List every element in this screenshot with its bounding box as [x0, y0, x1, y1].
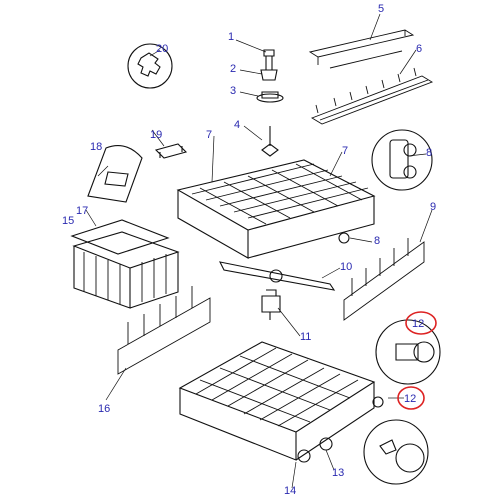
- callout-20: 20: [156, 43, 168, 55]
- callout-9: 9: [430, 201, 436, 213]
- callout-11: 11: [300, 331, 311, 343]
- highlight-ring-12-lower: [397, 386, 425, 410]
- part-9-side-tine-row: [343, 238, 425, 321]
- part-13-wheel-detail: [363, 419, 429, 485]
- callout-1: 1: [228, 31, 234, 43]
- highlight-ring-12-upper: [405, 311, 437, 335]
- callout-14: 14: [284, 485, 296, 497]
- part-2-seal: [260, 69, 278, 81]
- callout-6: 6: [416, 43, 422, 55]
- callout-19: 19: [150, 129, 162, 141]
- part-4-support: [261, 126, 279, 157]
- part-6-tine-row: [310, 67, 434, 125]
- part-18-cutlery-lid: [87, 145, 143, 203]
- part-19-clip: [154, 143, 188, 159]
- callout-17: 17: [76, 205, 88, 217]
- callout-7-right: 7: [342, 145, 348, 157]
- part-3-hub: [256, 91, 284, 103]
- callout-7-left: 7: [206, 129, 212, 141]
- callout-13: 13: [332, 467, 344, 479]
- part-8-lower-wheel: [338, 232, 350, 244]
- part-15-cutlery-basket: [72, 231, 180, 309]
- callout-15: 15: [62, 215, 74, 227]
- callout-2: 2: [230, 63, 236, 75]
- part-14-lower-rack: [178, 341, 376, 461]
- callout-12-upper: 12: [412, 318, 424, 330]
- part-11-nozzle: [261, 289, 281, 320]
- callout-4: 4: [234, 119, 240, 131]
- leader-lines: [85, 13, 433, 489]
- part-12-wheel-detail: [375, 319, 441, 385]
- callout-18: 18: [90, 141, 102, 153]
- part-20-clip-detail: [127, 43, 173, 89]
- part-16-lower-tine-row: [117, 286, 211, 375]
- part-5-wire-rail: [308, 29, 415, 69]
- callout-3: 3: [230, 85, 236, 97]
- callout-16: 16: [98, 403, 110, 415]
- callout-5: 5: [378, 3, 384, 15]
- callout-10: 10: [340, 261, 352, 273]
- part-10-spray-arm: [219, 261, 336, 291]
- part-8-upper-wheel-detail: [371, 129, 433, 191]
- part-17-basket-handle: [70, 219, 170, 255]
- callout-8-lower: 8: [374, 235, 380, 247]
- part-7-upper-rack: [176, 159, 376, 259]
- part-1-nut: [263, 49, 275, 71]
- callout-12-lower: 12: [404, 393, 416, 405]
- callout-8-upper: 8: [426, 147, 432, 159]
